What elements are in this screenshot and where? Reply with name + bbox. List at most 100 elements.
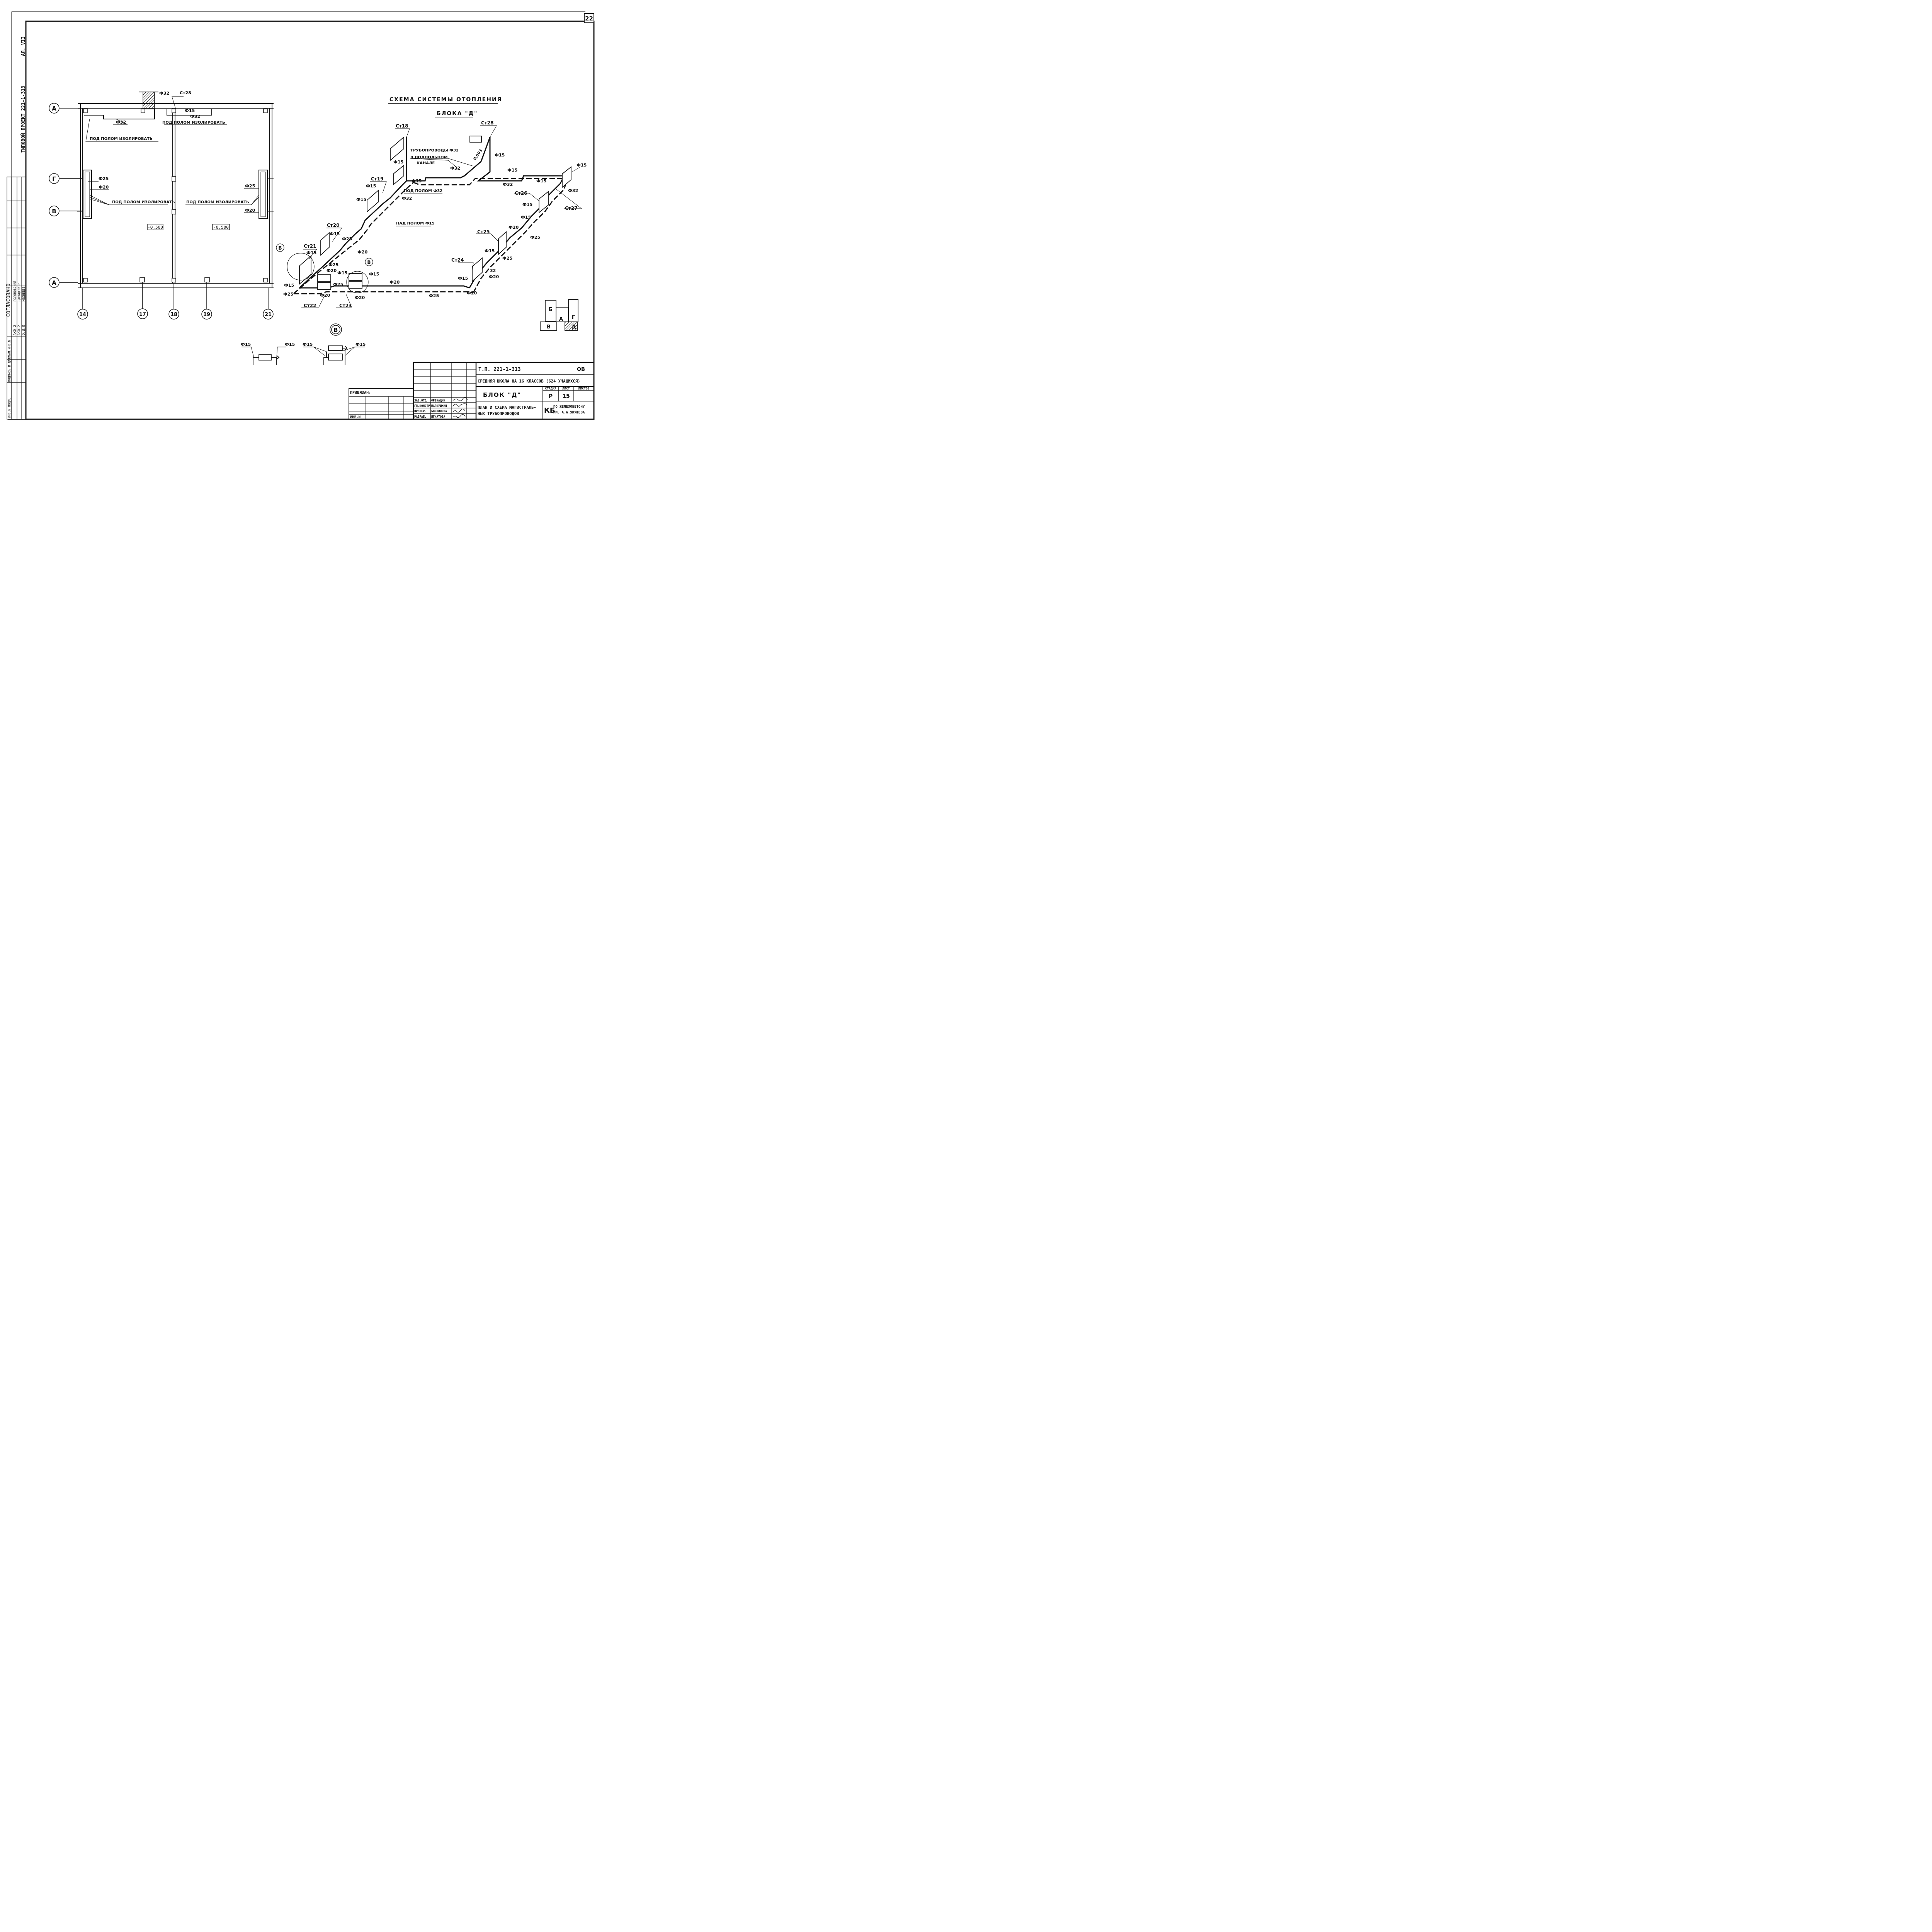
tb-sheet-title-2: НЫХ ТРУБОПРОВОДОВ (478, 412, 519, 416)
plan-d20-right: Ф20 (245, 208, 255, 213)
side-stamp-p3: МЕДВЕДЕВ (22, 286, 26, 301)
dim-st21-15: Ф15 (306, 250, 316, 255)
riser-st28: Ст28 (481, 120, 493, 126)
detail-v: В Ф15 Ф15 Ф15 Ф15 (241, 323, 366, 365)
sheet-number-box: 22 (584, 13, 594, 23)
dim-st20-15: Ф15 (330, 231, 340, 236)
side-stamp-inv: ИНВ.N ПОДЛ. (8, 398, 11, 418)
dim-st19-15b: Ф15 (356, 197, 366, 202)
axis-col-14: 14 (79, 312, 86, 318)
tb-inv: ИНВ.N (350, 415, 361, 419)
side-stamp-p1: ПОЛОНОВСКИЙ (12, 281, 17, 301)
riser-st20: Ст20 (327, 223, 339, 228)
tb-role-3: РАЗРАБ. (414, 415, 427, 418)
plan-d32-top: Ф32 (159, 91, 169, 96)
plan-d20-left: Ф20 (99, 185, 109, 190)
axis-col-21: 21 (265, 312, 272, 318)
dim-st23-15: Ф15 (369, 272, 379, 277)
dim-st25-15: Ф15 (485, 248, 495, 253)
axis-col-18: 18 (170, 312, 177, 318)
floor-plan: Ст28 Ф32 Ф15 Ф32 Ф32 ПОД ПОЛОМ ИЗОЛИРОВА… (49, 90, 274, 320)
detail-d15-4: Ф15 (355, 342, 366, 347)
side-stamp: ТИПОВОЙ ПРОЕКТ 221-1-313 АЛ. VII СОГЛАСО… (6, 36, 26, 420)
plan-d32-mid: Ф32 (116, 120, 126, 125)
dim-r-15c: Ф15 (522, 202, 532, 207)
tb-stage: Р (549, 393, 553, 400)
side-stamp-album: АЛ. VII (20, 36, 26, 56)
key-plan-b: Б (549, 307, 553, 313)
note-channel-1: ТРУБОПРОВОДЫ Ф32 (410, 148, 459, 153)
tb-name-1: МАРКУШКИН (431, 404, 447, 408)
detail-d15-2: Ф15 (285, 342, 295, 347)
dim-b-25: Ф25 (429, 293, 439, 298)
note-channel-2: В ПОДПОЛЬНОМ (410, 155, 448, 160)
signatures (452, 397, 468, 418)
tb-stage-header: СТАДИЯ (545, 387, 556, 390)
scheme-title: СХЕМА СИСТЕМЫ ОТОПЛЕНИЯ (389, 97, 502, 103)
axis-row-a-top: А (52, 105, 56, 112)
tb-sheet: 15 (562, 393, 570, 400)
plan-insulate-note-2: ПОД ПОЛОМ ИЗОЛИРОВАТЬ (90, 137, 153, 141)
riser-st23: Ст23 (339, 303, 352, 308)
tb-sheet-header: ЛИСТ (562, 387, 570, 390)
callout-v: В (367, 260, 371, 265)
callout-b: Б (278, 245, 282, 251)
side-stamp-c2: АКО-2 (17, 325, 21, 335)
axis-col-17: 17 (139, 311, 146, 317)
plan-d15-top: Ф15 (185, 108, 195, 113)
heating-scheme: СХЕМА СИСТЕМЫ ОТОПЛЕНИЯ БЛОКА "Д" (276, 97, 587, 308)
riser-st22: Ст22 (304, 303, 316, 308)
plan-riser-label: Ст28 (180, 90, 191, 95)
riser-st19: Ст19 (371, 176, 383, 182)
tb-bound: ПРИВЯЗАН: (350, 391, 371, 395)
dim-r-15b: Ф15 (536, 179, 546, 184)
note-under-floor: ПОД ПОЛОМ Ф32 (404, 189, 442, 193)
plan-insulate-note-3: ПОД ПОЛОМ ИЗОЛИРОВАТЬ (112, 200, 175, 204)
dim-st28-32: Ф32 (450, 166, 460, 171)
dim-st20-20: Ф20 (357, 250, 368, 255)
dim-st25-25: Ф25 (502, 256, 512, 261)
side-stamp-sign-date: ПОДПИСЬ И ДАТА (8, 355, 11, 382)
dim-b-20: Ф20 (389, 280, 400, 285)
dim-r-32a: Ф32 (503, 182, 513, 187)
tb-sheet-code: ОВ (577, 367, 585, 372)
dim-st26-25: Ф25 (530, 235, 540, 240)
tb-sheet-title-1: ПЛАН И СХЕМА МАГИСТРАЛЬ- (478, 405, 536, 410)
dim-st22-15: Ф15 (337, 270, 347, 276)
dim-st21-25: Ф25 (328, 262, 338, 267)
dim-st26-20: Ф20 (509, 225, 519, 230)
level-mark-2: -0,500 (212, 224, 230, 230)
dim-st22-20: Ф20 (320, 293, 330, 298)
shaft-hatch (139, 92, 158, 109)
scheme-diameters: Ф15 Ф15 Ф32 Ф32 Ф15 Ф15 Ф32 Ф15 Ф15 Ф15 … (283, 153, 587, 300)
note-above-floor: НАД ПОЛОМ Ф15 (396, 221, 434, 226)
detail-d15-1: Ф15 (241, 342, 251, 347)
dim-st19-15: Ф15 (366, 184, 376, 189)
axis-row-v: В (52, 208, 56, 215)
dim-st21-20: Ф20 (327, 268, 337, 273)
side-stamp-agreed: СОГЛАСОВАНО (6, 284, 12, 317)
sheet-number: 22 (585, 15, 593, 22)
detail-callout: В (334, 327, 338, 333)
supply-mains (299, 137, 565, 289)
dim-st25-32: 32 (490, 268, 496, 273)
dim-l-15: Ф15 (284, 283, 294, 288)
tb-object: СРЕДНЯЯ ШКОЛА НА 16 КЛАССОВ (624 УЧАЩИХС… (478, 379, 580, 384)
axis-col-19: 19 (203, 312, 210, 318)
tb-project-code: Т.П. 221-1-313 (478, 367, 521, 372)
side-stamp-c1: АКО-2 (13, 325, 17, 335)
tb-org-1: ПО ЖЕЛЕЗОБЕТОНУ (553, 405, 585, 409)
note-channel-3: КАНАЛЕ (417, 161, 435, 165)
riser-st18: Ст18 (396, 123, 408, 129)
side-stamp-p2: ДАВЫДЕНКОВ (17, 283, 21, 301)
plan-d25-right: Ф25 (245, 184, 255, 189)
dim-st20-25: Ф25 (342, 236, 352, 242)
dim-st18-15b: Ф15 (412, 179, 422, 184)
tb-org-logo: КБ (544, 406, 555, 415)
axis-row-a-bottom: А (52, 279, 56, 286)
key-plan-d: Д (571, 324, 576, 330)
dim-st22-25: Ф25 (333, 282, 343, 287)
key-plan-a: А (559, 316, 563, 322)
riser-st24: Ст24 (451, 257, 464, 263)
side-stamp-c3: О.И.О (22, 325, 26, 335)
